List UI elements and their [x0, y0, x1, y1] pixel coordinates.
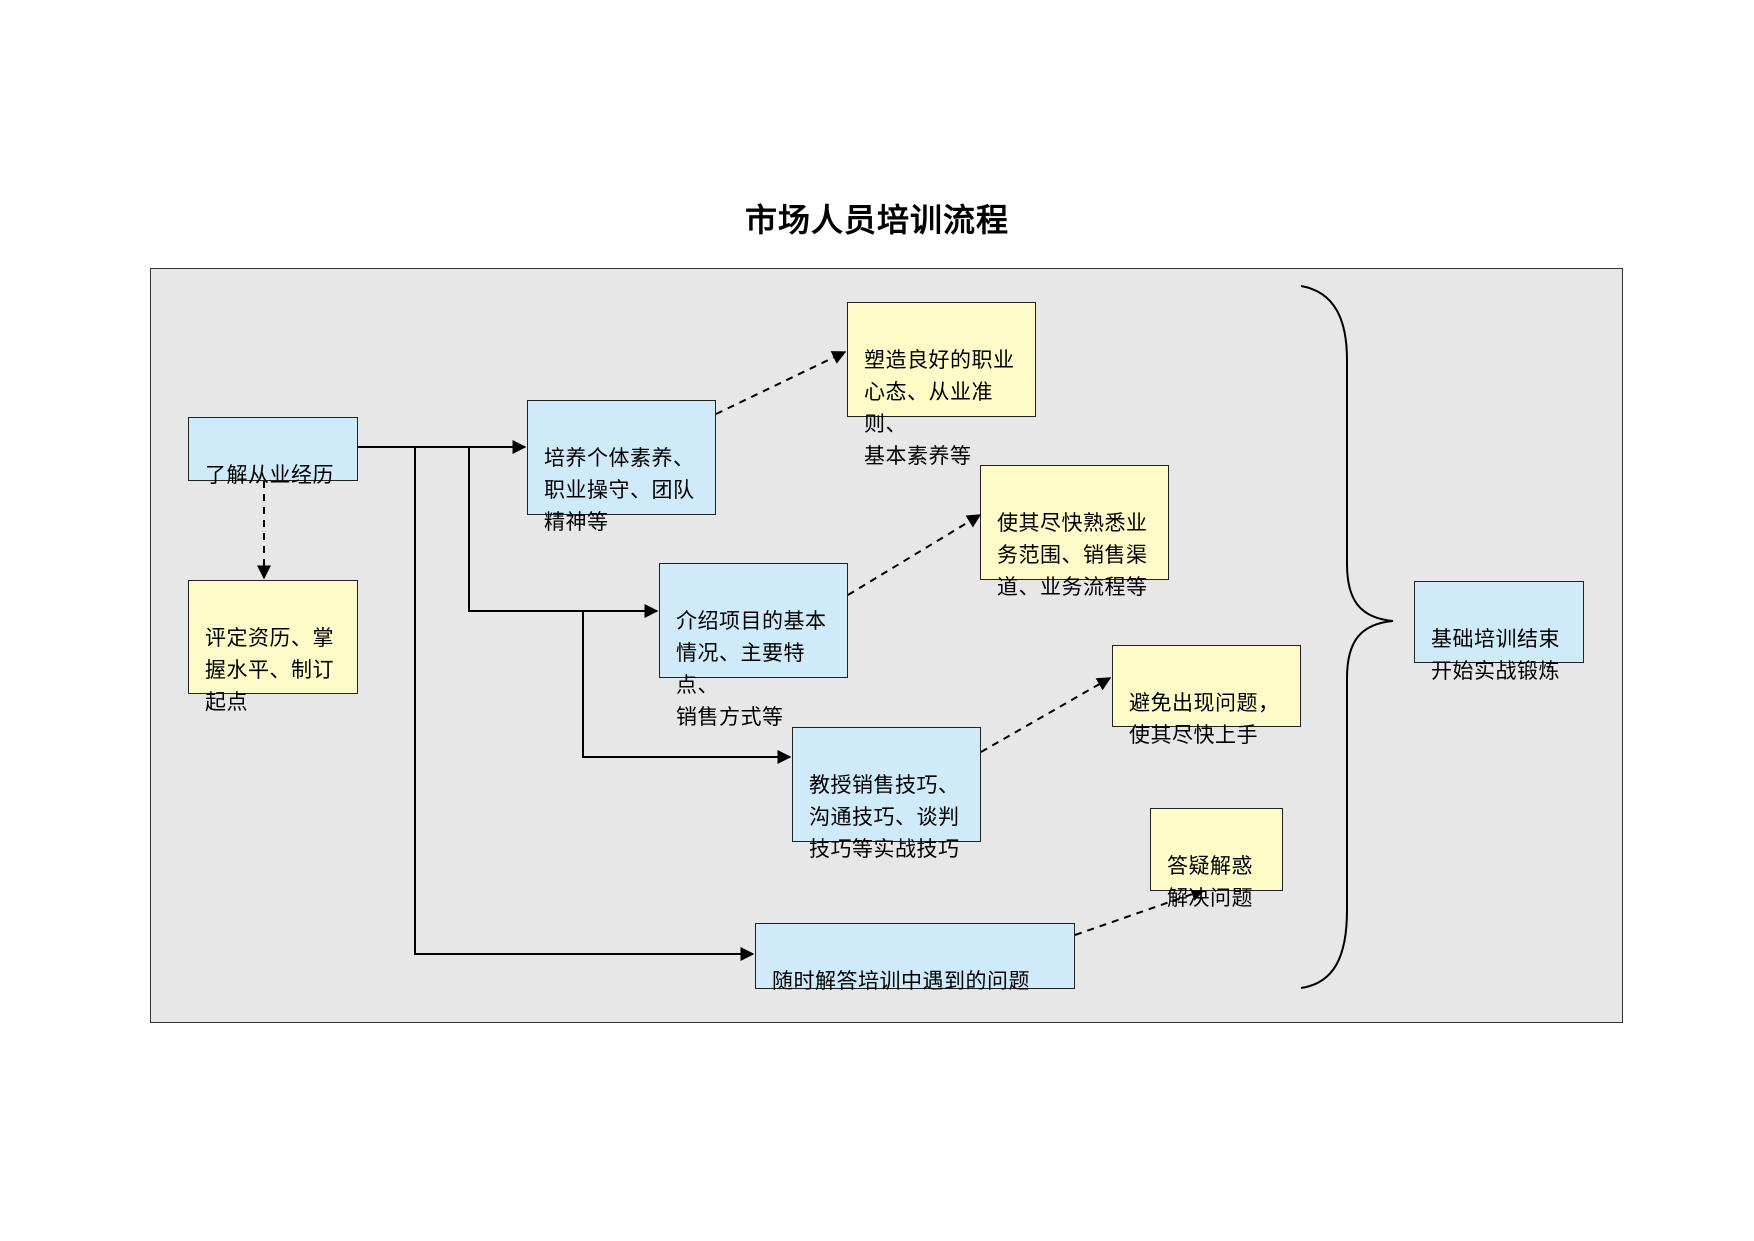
node-project-goal-label: 使其尽快熟悉业 务范围、销售渠 道、业务流程等: [997, 511, 1148, 599]
node-project: 介绍项目的基本 情况、主要特点、 销售方式等: [659, 563, 848, 729]
dashed-skills-to-goal: [980, 677, 1112, 753]
node-start-label: 了解从业经历: [205, 463, 334, 487]
dashed-qa-to-goal: [1074, 887, 1206, 936]
node-quality-goal-label: 塑造良好的职业 心态、从业准则、 基本素养等: [864, 348, 1015, 468]
trunk-to-project: [468, 447, 659, 618]
dashed-project-to-goal: [847, 514, 982, 596]
node-quality-label: 培养个体素养、 职业操守、团队 精神等: [544, 446, 695, 534]
node-project-label: 介绍项目的基本 情况、主要特点、 销售方式等: [676, 609, 827, 729]
node-skills: 教授销售技巧、 沟通技巧、谈判 技巧等实战技巧: [792, 727, 981, 861]
right-brace: [1300, 285, 1394, 989]
node-end: 基础培训结束 开始实战锻炼: [1414, 581, 1584, 683]
node-skills-goal-label: 避免出现问题， 使其尽快上手: [1129, 691, 1280, 747]
node-end-label: 基础培训结束 开始实战锻炼: [1431, 627, 1560, 683]
node-start: 了解从业经历: [188, 417, 358, 487]
node-skills-label: 教授销售技巧、 沟通技巧、谈判 技巧等实战技巧: [809, 773, 960, 861]
node-qa: 随时解答培训中遇到的问题: [755, 923, 1075, 993]
dashed-quality-to-goal: [715, 351, 847, 415]
node-assess: 评定资历、掌 握水平、制订 起点: [188, 580, 358, 714]
trunk-to-skills: [582, 611, 792, 764]
page-title: 市场人员培训流程: [744, 201, 1009, 239]
node-assess-label: 评定资历、掌 握水平、制订 起点: [205, 626, 334, 714]
node-project-goal: 使其尽快熟悉业 务范围、销售渠 道、业务流程等: [980, 465, 1169, 599]
node-qa-label: 随时解答培训中遇到的问题: [772, 969, 1030, 993]
node-qa-goal: 答疑解惑 解决问题: [1150, 808, 1283, 910]
node-skills-goal: 避免出现问题， 使其尽快上手: [1112, 645, 1301, 747]
trunk-to-qa: [414, 447, 755, 961]
node-qa-goal-label: 答疑解惑 解决问题: [1167, 854, 1253, 910]
node-quality: 培养个体素养、 职业操守、团队 精神等: [527, 400, 716, 534]
node-quality-goal: 塑造良好的职业 心态、从业准则、 基本素养等: [847, 302, 1036, 468]
